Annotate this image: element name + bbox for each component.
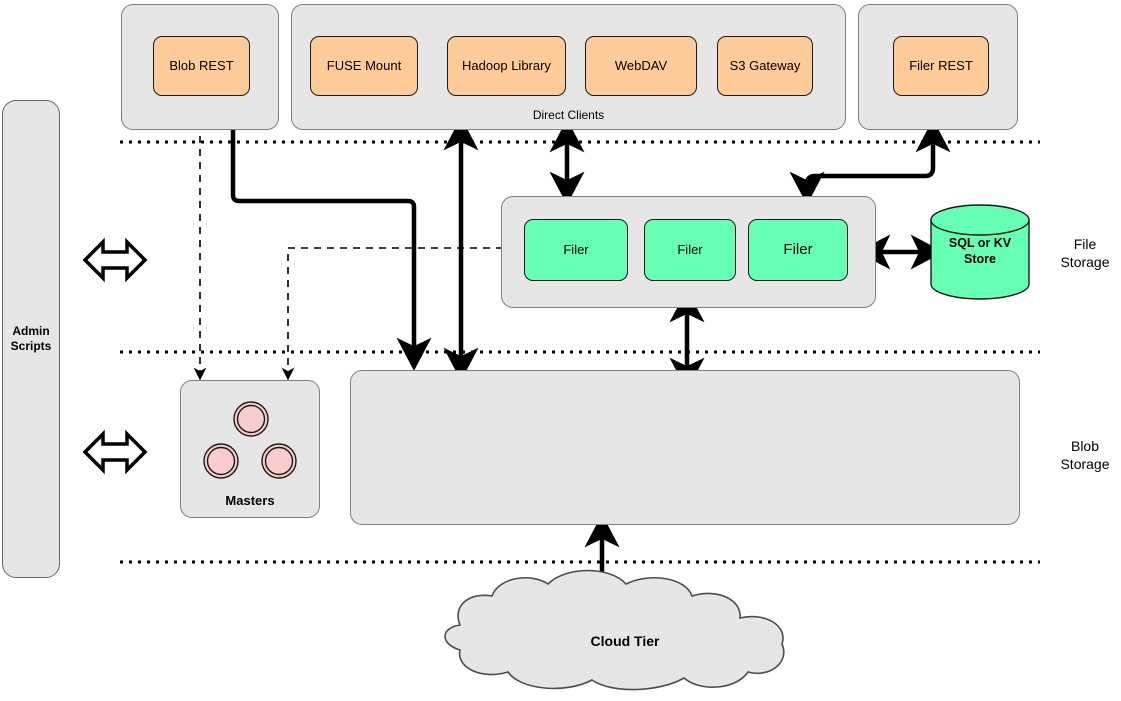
masters-label: Masters: [225, 493, 275, 508]
direct-clients-group: FUSE Mount Hadoop Library WebDAV S3 Gate…: [291, 4, 846, 130]
node-blob-rest[interactable]: Blob REST: [153, 36, 250, 96]
filerrest-to-filers: [789, 119, 951, 205]
sql-kv-store-cylinder: SQL or KV Store: [930, 204, 1030, 300]
dashed-control-connectors: [193, 136, 503, 381]
admin-scripts-panel[interactable]: Admin Scripts: [2, 100, 60, 578]
admin-link-arrows: [82, 237, 148, 475]
sql-store-label-line1: SQL or KV: [949, 236, 1012, 250]
masters-group: Masters: [180, 380, 320, 518]
node-filer-2[interactable]: Filer: [644, 219, 736, 281]
direct-clients-caption: Direct Clients: [532, 108, 605, 122]
node-webdav[interactable]: WebDAV: [585, 36, 697, 96]
tier-label-blob-storage-line1: Blob: [1070, 438, 1100, 454]
tier-label-file-storage-line1: File: [1073, 236, 1097, 252]
tier-label-blob-storage: Blob Storage: [1050, 437, 1120, 473]
filer-cluster-group: Filer Filer Filer: [501, 196, 876, 308]
admin-scripts-label: Admin Scripts: [11, 324, 52, 354]
admin-arrow-file-tier: [82, 237, 148, 283]
dash-filer-to-masters: [281, 247, 503, 381]
cloud-tier-label: Cloud Tier: [591, 633, 661, 649]
master-node-1-inner: [236, 404, 266, 434]
master-nodes-icon: [203, 401, 297, 479]
master-node-3-inner: [264, 446, 294, 476]
admin-scripts-label-line1: Admin: [12, 324, 50, 338]
volume-servers-group: [350, 370, 1020, 525]
node-filer-rest[interactable]: Filer REST: [893, 36, 989, 96]
tier-label-file-storage: File Storage: [1050, 235, 1120, 271]
tier-label-blob-storage-line2: Storage: [1060, 456, 1110, 473]
cloud-tier-shape: Cloud Tier: [444, 569, 785, 691]
node-filer-3[interactable]: Filer: [748, 219, 848, 281]
node-fuse-mount[interactable]: FUSE Mount: [310, 36, 418, 96]
admin-arrow-blob-tier: [82, 429, 148, 475]
blob-rest-group: Blob REST: [121, 4, 279, 130]
filer-rest-group: Filer REST: [858, 4, 1018, 130]
blobrest-to-volumes: [230, 130, 432, 371]
tier-label-file-storage-line2: Storage: [1060, 254, 1110, 271]
node-filer-1[interactable]: Filer: [524, 219, 628, 281]
master-node-2-inner: [206, 446, 236, 476]
node-hadoop-library[interactable]: Hadoop Library: [447, 36, 566, 96]
sql-store-label-line2: Store: [964, 252, 996, 266]
node-s3-gateway[interactable]: S3 Gateway: [717, 36, 813, 96]
admin-scripts-label-line2: Scripts: [10, 339, 52, 353]
solid-routed-connectors: [230, 119, 951, 371]
